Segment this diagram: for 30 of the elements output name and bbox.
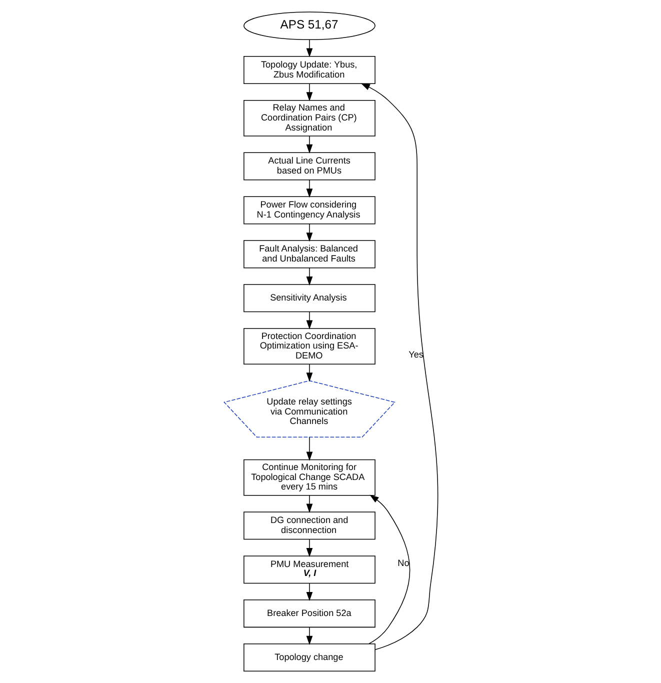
node-box: Topology Update: Ybus, Zbus Modification [243,56,375,84]
arrow [306,39,312,58]
edge-label: Yes [408,349,423,360]
arrow [306,83,312,102]
arrow [306,436,312,461]
node-box: Power Flow considering N-1 Contingency Analysis [243,196,375,224]
arrow [306,136,312,154]
node-box: Fault Analysis: Balanced and Unbalanced Faults [243,240,375,268]
arrow [306,626,312,646]
arrow [360,83,438,650]
arrow [306,538,312,558]
arrow [306,582,312,602]
node-box: Breaker Position 52a [243,600,375,628]
node-box: Protection Coordination Optimization using ESA-DEMO [243,328,375,364]
node-box: DG connection and disconnection [243,512,375,540]
arrow [306,224,312,242]
edge-label: No [397,558,409,568]
node-box: PMU Measurement V, I [243,556,375,584]
arrow [306,312,312,330]
node-box: Relay Names and Coordination Pairs (CP) Assignation [243,100,375,136]
arrow [306,268,312,286]
arrow [306,364,312,382]
arrow [306,494,312,513]
node-box: Topology change [243,643,375,672]
arrow [368,494,410,644]
arrow [306,180,312,198]
node-box: Continue Monitoring for Topological Change SCADA every 15 mins [243,459,375,496]
node-box: Actual Line Currents based on PMUs [243,152,375,180]
node-ellipse: APS 51,67 [243,12,375,40]
node-box: Sensitivity Analysis [243,284,375,312]
